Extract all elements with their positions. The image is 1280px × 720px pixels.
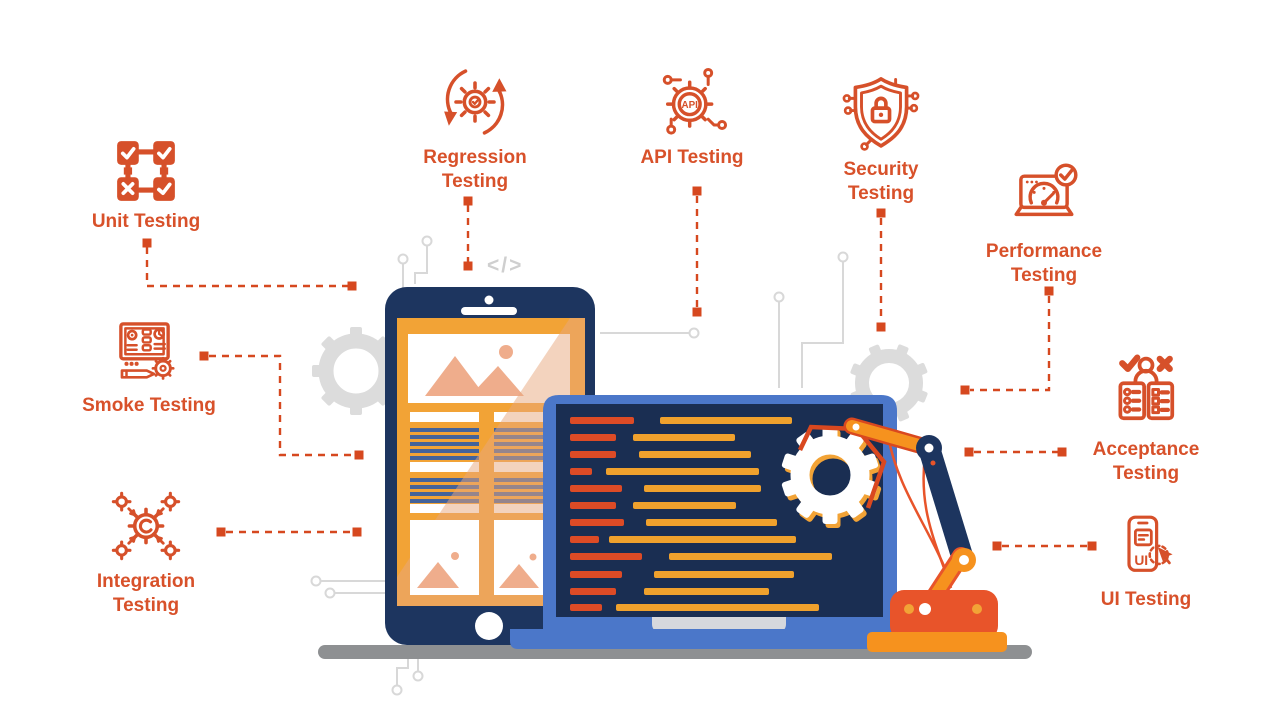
svg-text:UI: UI <box>1134 552 1148 568</box>
integration-testing-icon <box>111 491 181 561</box>
held-gear <box>781 426 882 528</box>
regression-testing-icon <box>444 69 507 135</box>
laptop-base <box>510 629 928 649</box>
laptop-code-lines <box>570 417 832 611</box>
svg-text:API: API <box>682 100 699 111</box>
tablet-camera <box>484 295 494 305</box>
api-testing-icon: API <box>662 67 728 135</box>
item-label: Performance Testing <box>985 241 1103 286</box>
robot-arm <box>781 417 1007 652</box>
item-label: Acceptance Testing <box>1092 439 1200 484</box>
unit-testing-icon <box>117 141 175 201</box>
item-performance-testing: Performance Testing <box>964 160 1124 288</box>
smoke-testing-icon <box>119 322 175 380</box>
code-symbol-decoration: </> <box>487 254 523 277</box>
item-security-testing: Security Testing <box>816 74 946 206</box>
laptop-hinge-tab <box>652 617 786 631</box>
item-acceptance-testing: Acceptance Testing <box>1066 352 1226 486</box>
robot-base <box>890 590 998 640</box>
ui-testing-icon: UI <box>1127 515 1173 572</box>
robot-platform <box>867 632 1007 652</box>
item-label: Security Testing <box>843 159 919 204</box>
item-smoke-testing: Smoke Testing <box>59 316 239 418</box>
item-integration-testing: Integration Testing <box>66 488 226 618</box>
item-regression-testing: Regression Testing <box>395 64 555 194</box>
performance-testing-icon <box>1014 163 1078 217</box>
security-testing-icon <box>842 77 920 151</box>
item-label: Integration Testing <box>96 571 196 616</box>
connector-smoke-testing <box>209 354 355 457</box>
item-unit-testing: Unit Testing <box>66 138 226 234</box>
tablet-home-button <box>475 612 503 640</box>
item-label: Smoke Testing <box>82 395 216 416</box>
connector-unit-testing <box>145 247 348 288</box>
item-api-testing: API API Testing <box>612 66 772 170</box>
item-label: API Testing <box>640 147 744 168</box>
acceptance-testing-icon <box>1118 354 1175 421</box>
tablet-speaker <box>461 307 517 315</box>
item-label: Unit Testing <box>91 211 201 232</box>
connector-performance-testing <box>970 296 1051 392</box>
item-label: UI Testing <box>1100 589 1192 610</box>
item-ui-testing: UI UI Testing <box>1076 514 1216 612</box>
item-label: Regression Testing <box>423 147 527 192</box>
